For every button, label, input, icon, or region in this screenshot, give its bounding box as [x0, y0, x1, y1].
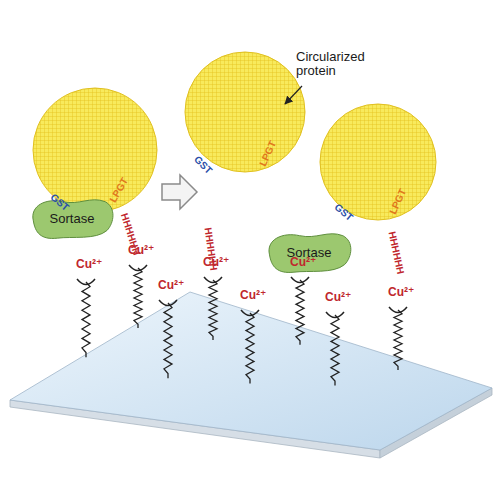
protein-sphere — [33, 88, 157, 212]
callout-label: Circularized protein — [296, 50, 388, 79]
chelator-linkers — [77, 265, 407, 385]
ion-label: Cu²⁺ — [76, 258, 102, 271]
ion-label: Cu²⁺ — [240, 289, 266, 302]
enzyme-blob: Sortase — [26, 194, 118, 242]
ion-label: Cu²⁺ — [290, 256, 316, 269]
his-tag: HHHHHH — [119, 212, 143, 257]
ion-label: Cu²⁺ — [158, 279, 184, 292]
ion-label: Cu²⁺ — [325, 291, 351, 304]
his-tag: HHHHHH — [387, 230, 407, 275]
protein-sphere — [185, 52, 305, 172]
ion-label: Cu²⁺ — [388, 286, 414, 299]
process-arrow — [162, 175, 197, 209]
enzyme-name: Sortase — [26, 194, 118, 242]
glass-slide — [10, 292, 492, 450]
leader-line — [285, 86, 302, 104]
